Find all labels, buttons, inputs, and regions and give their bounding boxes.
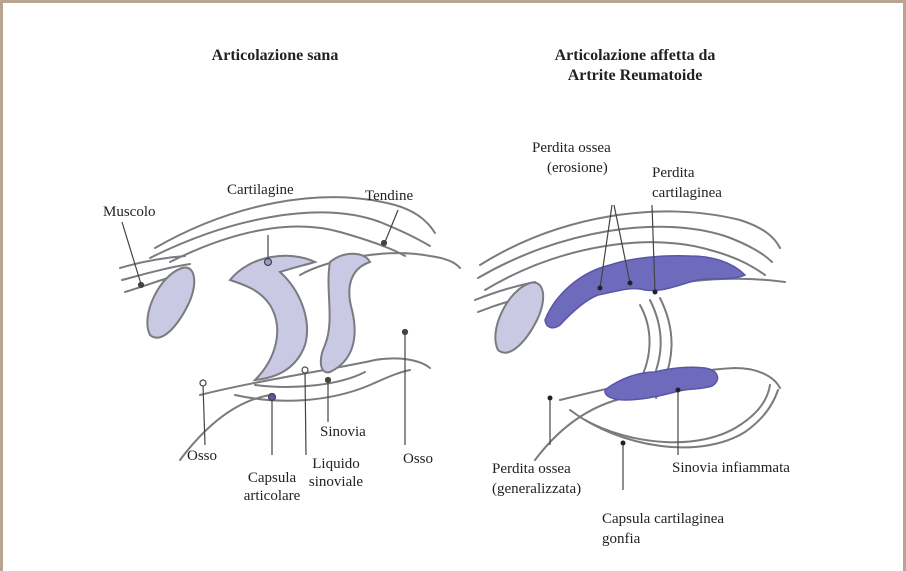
healthy-lower-bone-top [200,358,430,395]
label-perdita-ossea-erosione-2: (erosione) [547,159,608,177]
dot-osso-right [403,330,408,335]
healthy-title: Articolazione sana [160,46,390,66]
ra-capsule-swollen-outer [570,390,778,447]
label-perdita-ossea-erosione-1: Perdita ossea [532,139,611,157]
pointer-liquido [305,372,306,455]
dot-perdita-cart [653,290,658,295]
healthy-muscle-belly [147,268,194,338]
label-perdita-ossea-gen-2: (generalizzata) [492,480,581,498]
pointer-muscolo [122,222,141,284]
label-liquido-line-2: sinoviale [300,473,372,491]
label-perdita-cartilaginea-2: cartilaginea [652,184,722,202]
dot-perdita-gen [548,396,553,401]
label-capsula-line-2: articolare [236,487,308,505]
dot-tendine [382,241,387,246]
pointer-tendine [385,210,398,242]
dot-capsula [269,394,276,401]
dot-capsula-gonfia [621,441,626,446]
label-sinovia: Sinovia [320,423,366,441]
dot-muscolo [139,283,144,288]
label-capsula-gonfia-1: Capsula cartilaginea [602,510,724,528]
dot-erosione-b [628,281,633,286]
ra-synovium-lower [605,367,718,400]
dot-liquido [302,367,308,373]
label-tendine: Tendine [365,187,413,205]
ra-tendon-outer [480,211,780,265]
dot-erosione-a [598,286,603,291]
ra-pointers [550,205,678,490]
label-liquido-line-1: Liquido [300,455,372,473]
label-perdita-cartilaginea-1: Perdita [652,164,695,182]
dot-cartilagine [265,259,272,266]
ra-title-line-1: Articolazione affetta da [510,46,760,66]
dot-sinovia [326,378,331,383]
healthy-upper-bone [300,253,460,275]
dot-sinovia-infiammata [676,388,681,393]
label-muscolo: Muscolo [103,203,156,221]
label-cartilagine: Cartilagine [227,181,294,199]
label-perdita-ossea-gen-1: Perdita ossea [492,460,571,478]
ra-title-line-2: Artrite Reumatoide [510,66,760,86]
label-capsula-line-1: Capsula [236,469,308,487]
dot-osso-left [200,380,206,386]
label-capsula-gonfia-2: gonfia [602,530,640,548]
ra-lower-bone-base [535,395,640,460]
ra-muscle-belly [495,283,543,353]
healthy-cartilage-socket [321,254,370,373]
label-osso-right: Osso [403,450,433,468]
label-osso-left: Osso [187,447,217,465]
label-sinovia-infiammata: Sinovia infiammata [672,459,790,477]
